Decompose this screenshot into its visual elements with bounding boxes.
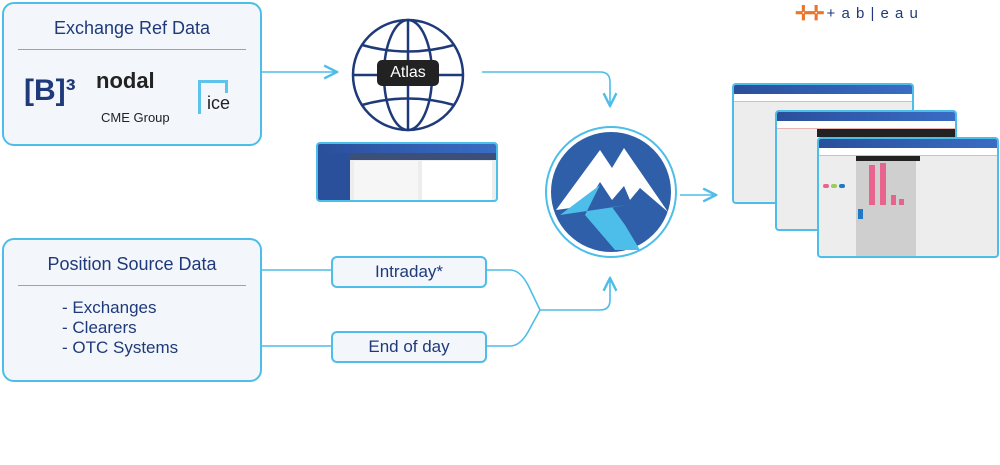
divider <box>18 285 246 286</box>
ice-logo: ice <box>198 80 231 114</box>
tableau-wordmark: + a b | e a u <box>826 4 919 22</box>
box-title: Position Source Data <box>47 254 217 274</box>
exchange-ref-data-box: Exchange Ref Data [B]³ nodal CME Group i… <box>2 2 262 146</box>
b3-logo: [B]³ <box>24 74 76 107</box>
tableau-logo: ✛✛ + a b | e a u <box>795 2 919 25</box>
tableau-dashboard-screenshot-3 <box>817 137 999 258</box>
tableau-cross-icon: ✛✛ <box>795 2 824 25</box>
list-item: - Exchanges <box>62 298 157 317</box>
end-of-day-pill: End of day <box>331 331 487 363</box>
mountain-logo-icon <box>545 126 677 258</box>
divider <box>18 49 246 50</box>
cme-group-logo: CME Group <box>101 110 170 125</box>
list-item: - Clearers <box>62 318 137 337</box>
atlas-label: Atlas <box>377 60 439 86</box>
source-list: - Exchanges - Clearers - OTC Systems <box>62 298 260 358</box>
nodal-logo: nodal <box>96 68 155 93</box>
ice-text: ice <box>207 93 231 114</box>
position-source-data-box: Position Source Data - Exchanges - Clear… <box>2 238 262 382</box>
box-title: Exchange Ref Data <box>53 18 211 38</box>
intraday-pill: Intraday* <box>331 256 487 288</box>
atlas-screenshot <box>316 142 498 202</box>
list-item: - OTC Systems <box>62 338 179 357</box>
